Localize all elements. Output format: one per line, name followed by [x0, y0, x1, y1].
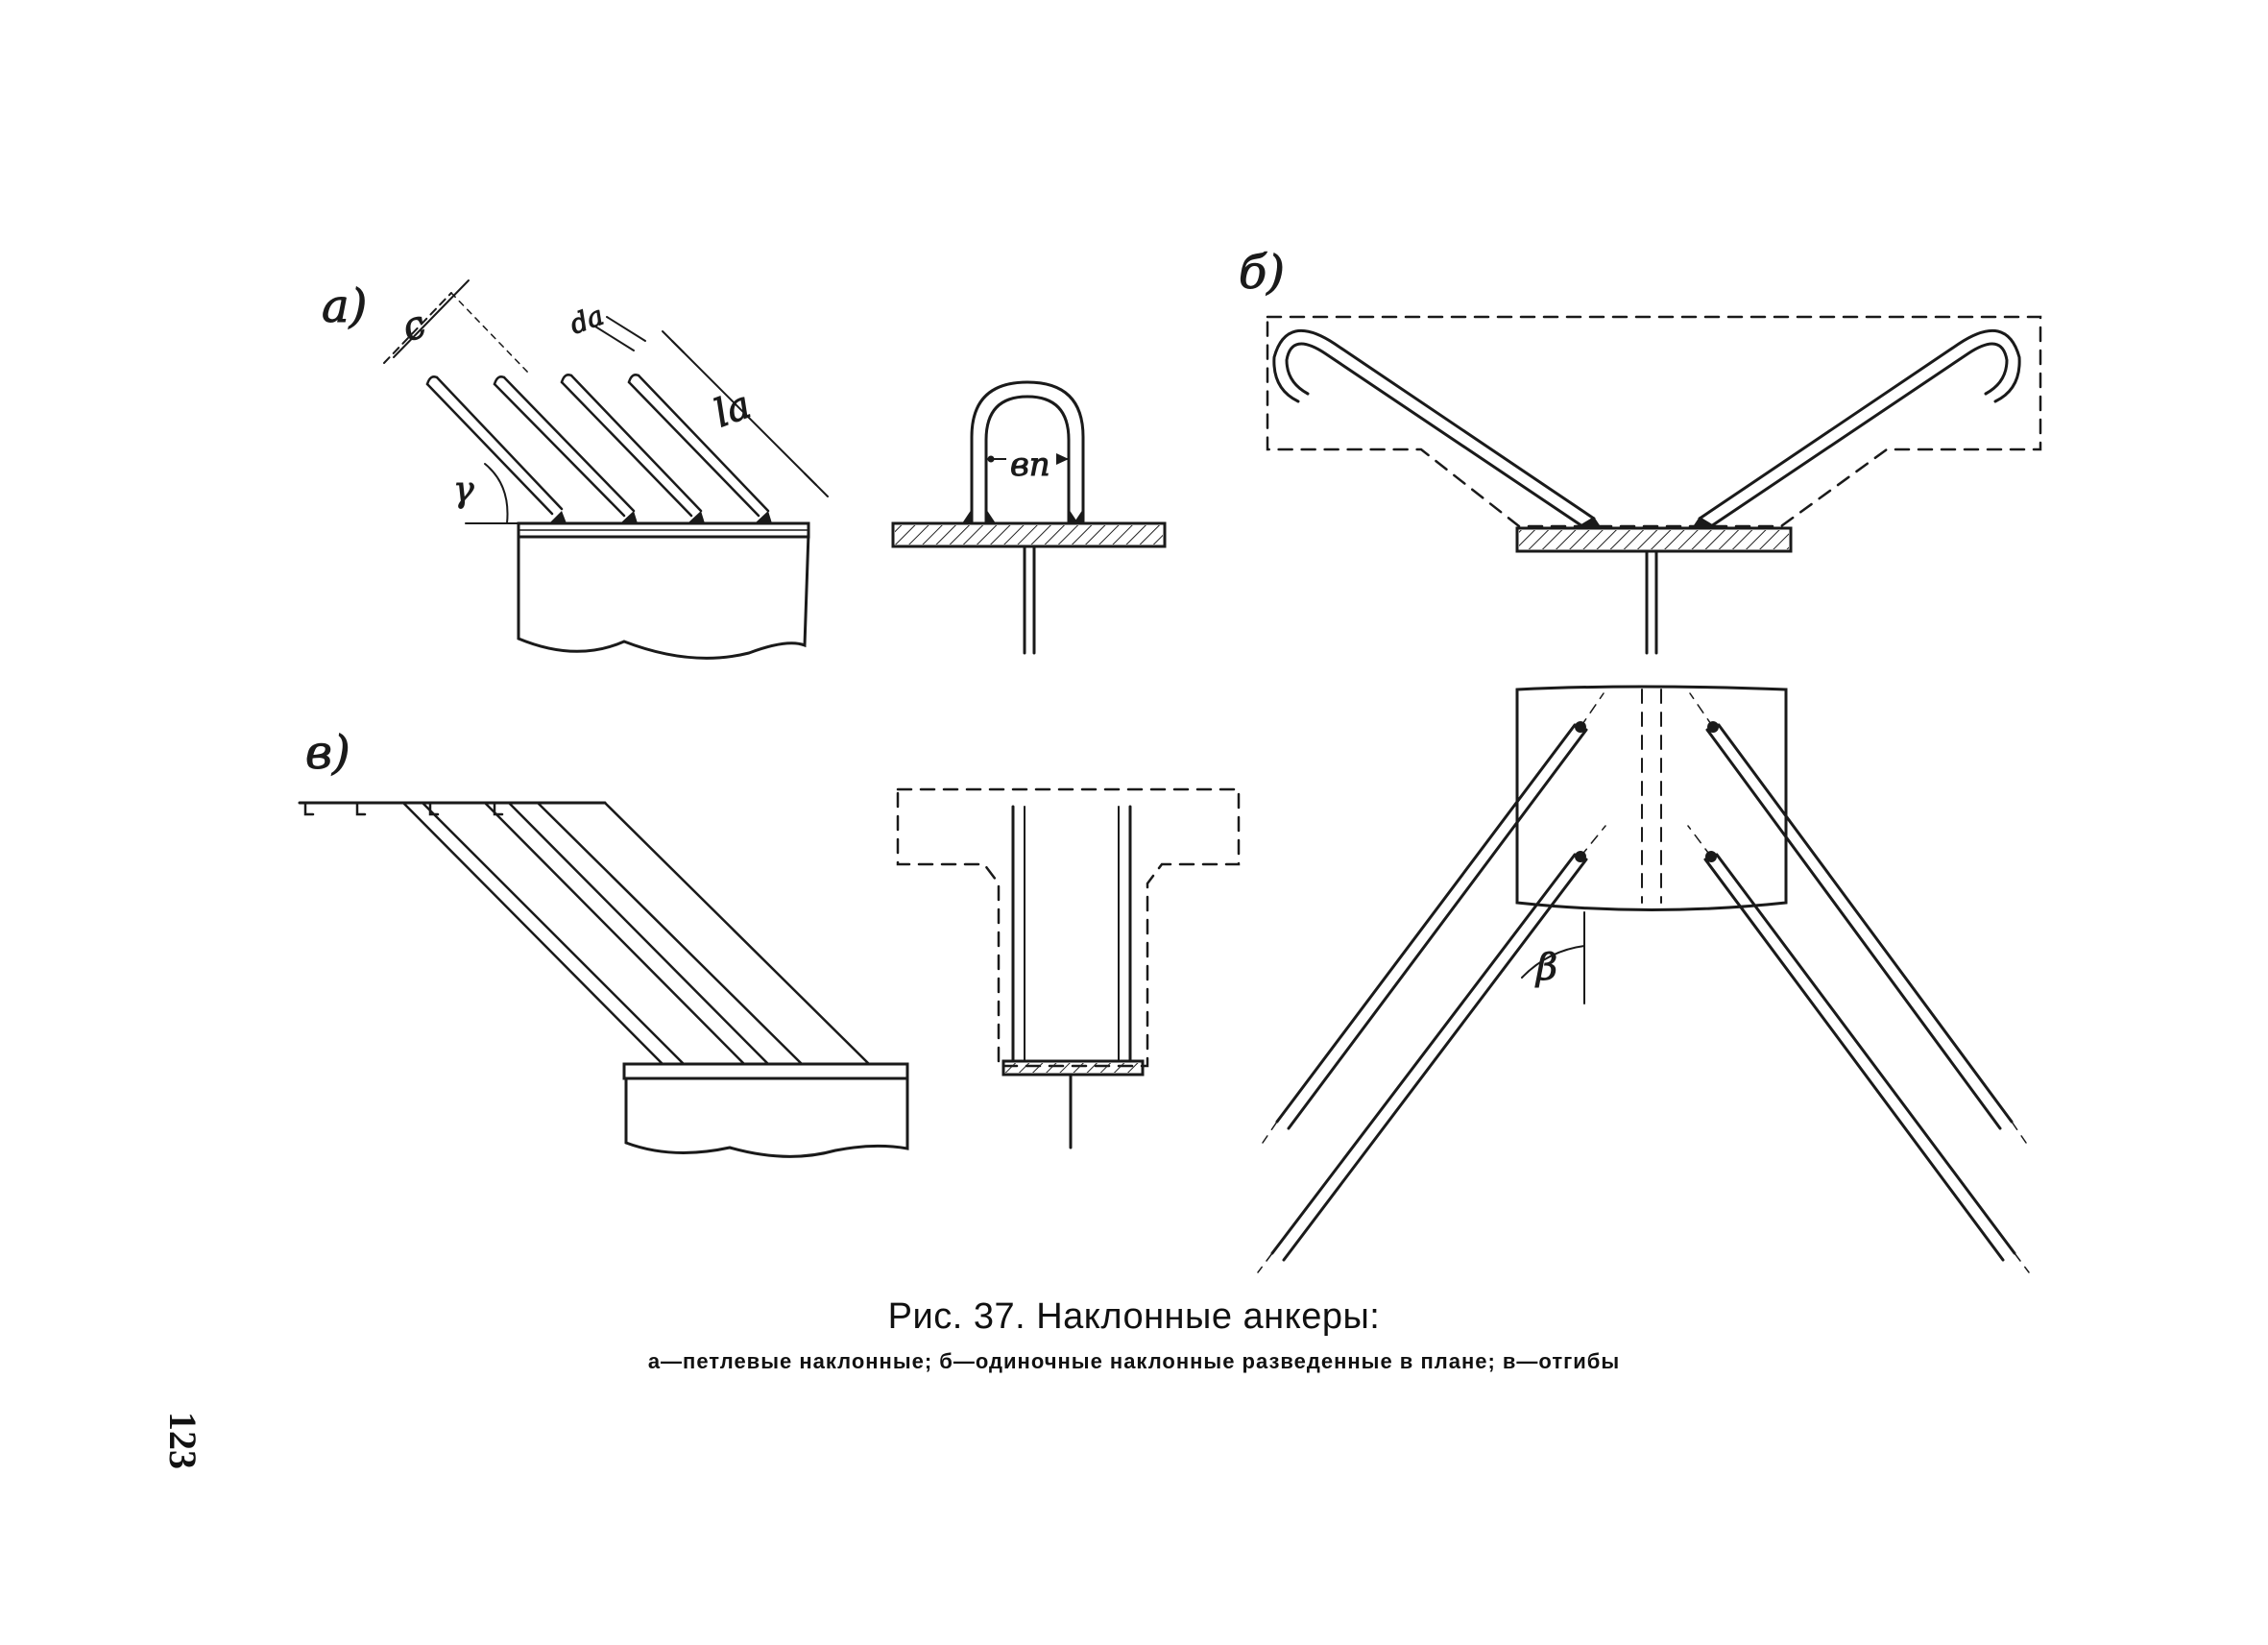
- plate-b: [1515, 526, 1793, 553]
- concrete-block-v: [624, 1077, 909, 1158]
- concrete-block-a: [517, 531, 810, 660]
- dim-c-label: c: [397, 302, 432, 351]
- panel-a-label: а): [322, 279, 367, 333]
- dim-bp-label: вп: [1010, 446, 1050, 484]
- gamma-label: γ: [453, 471, 474, 510]
- bent-bars: [401, 801, 871, 1066]
- hooked-rod-right: [1698, 328, 2021, 528]
- plate-v: [622, 1062, 909, 1080]
- hooked-rod-left: [1272, 328, 1596, 528]
- panel-a-section: вп: [891, 380, 1167, 655]
- slab-dashed-outline: [1266, 315, 2042, 528]
- panel-v-label: в): [305, 726, 350, 780]
- plate-section-v: [1001, 1059, 1145, 1077]
- beta-label: β: [1534, 946, 1557, 988]
- anchor-rods-a: [425, 374, 770, 518]
- page-number: 123: [161, 1412, 205, 1469]
- dashed-t-outline: [896, 787, 1241, 1068]
- plan-section-body: [1515, 685, 1788, 911]
- plan-rods: [1270, 723, 2016, 1262]
- dim-la-label: lа: [709, 383, 757, 437]
- dim-da-label: dа: [566, 300, 608, 341]
- u-loop: [970, 380, 1085, 523]
- panel-a-elevation: а) γ c dа: [322, 279, 829, 660]
- panel-v: в): [298, 726, 1241, 1158]
- figure-caption-legend: а—петлевые наклонные; б—одиночные наклон…: [647, 1349, 1621, 1373]
- panel-b-label: б): [1239, 246, 1285, 300]
- panel-b: б): [1239, 246, 2042, 1273]
- figure-caption-title: Рис. 37. Наклонные анкеры:: [887, 1296, 1381, 1337]
- plate-section-a: [891, 521, 1167, 548]
